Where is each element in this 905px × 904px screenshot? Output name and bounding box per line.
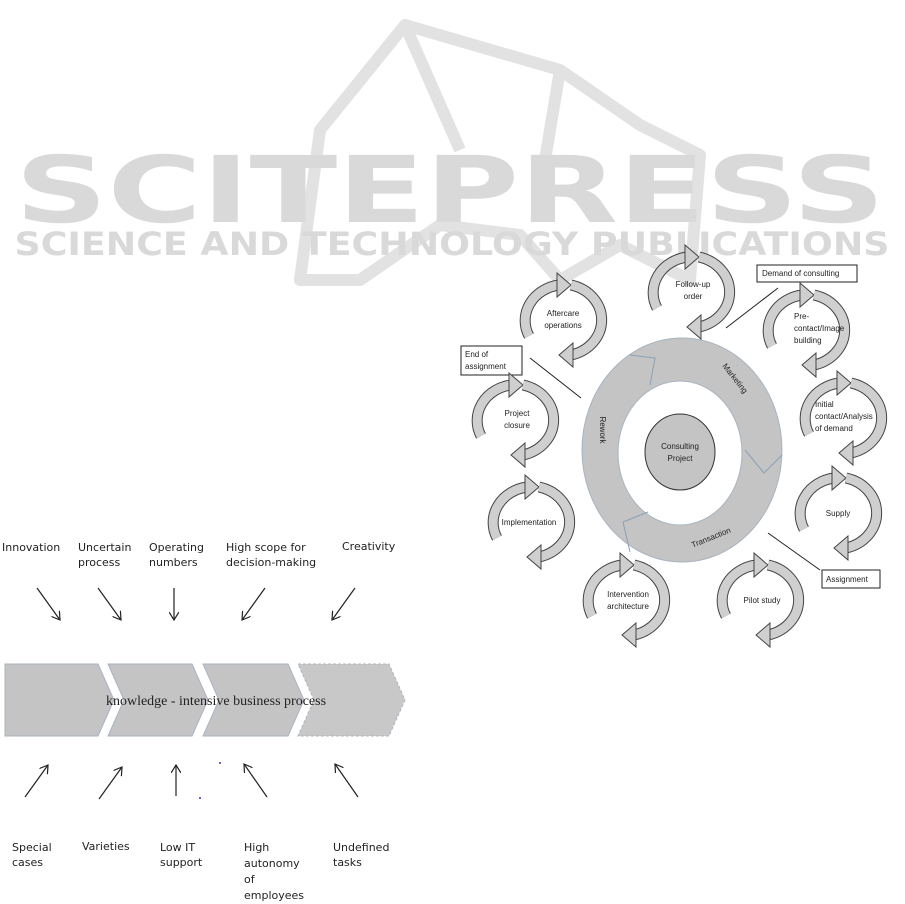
arrow-down-icon — [36, 587, 60, 620]
watermark: SCITEPRESS SCIENCE AND TECHNOLOGY PUBLIC… — [15, 19, 890, 286]
ring-divider — [629, 354, 656, 386]
cycle-aftercare: Aftercare operations — [525, 273, 601, 367]
watermark-tagline: SCIENCE AND TECHNOLOGY PUBLICATIONS — [15, 225, 890, 263]
milestone-assignment: Assignment — [826, 575, 869, 584]
cycle-implementation: Implementation — [493, 475, 569, 569]
factor-innovation: Innovation — [2, 541, 60, 554]
chevron-2 — [107, 663, 209, 737]
factor-uncertain: Uncertain — [78, 541, 131, 554]
cycle-supply: Supply — [800, 466, 876, 560]
factor-autonomy-l4: employees — [244, 889, 304, 902]
connector-line — [725, 287, 779, 329]
cycle-label: closure — [504, 421, 530, 430]
cycle-label: Project — [505, 409, 531, 418]
watermark-brand: SCITEPRESS — [15, 137, 885, 244]
ring-divider — [744, 449, 783, 474]
factor-high-scope: High scope for — [226, 541, 306, 554]
cycle-project-closure: Project closure — [477, 373, 553, 467]
ring-divider — [622, 511, 649, 553]
cycle-label: Pilot study — [744, 596, 781, 605]
factor-undefined: Undefined — [333, 841, 389, 854]
chevron-1 — [4, 663, 115, 737]
cycle-arrows-icon — [525, 273, 601, 367]
knowledge-process-diagram: knowledge - intensive business process I… — [2, 540, 406, 902]
process-label: knowledge - intensive business process — [106, 694, 326, 709]
cycle-label: Intervention — [607, 590, 649, 599]
cycle-label: Supply — [826, 509, 850, 518]
milestones: Demand of consulting End of assignment A… — [460, 264, 881, 589]
factor-undefined-l2: tasks — [333, 856, 362, 869]
factor-high-scope-l2: decision-making — [226, 556, 316, 569]
factor-autonomy-l3: of — [244, 873, 256, 886]
milestone-demand-box — [756, 264, 858, 283]
bottom-factors: Special cases Varieties Low IT support H… — [12, 840, 389, 902]
cycle-label: building — [794, 336, 822, 345]
chevron-4-dashed — [297, 663, 406, 737]
chevron-3 — [202, 663, 305, 737]
cycle-label: Initial — [815, 400, 834, 409]
cycle-pre-contact: Pre- contact/Image building — [768, 283, 845, 377]
cycle-label: contact/Analysis — [815, 412, 873, 421]
center-label-l2: Project — [668, 454, 694, 463]
process-chevrons: knowledge - intensive business process — [4, 663, 406, 737]
arrow-down-icon — [332, 587, 356, 620]
cycle-label: Follow-up — [676, 280, 711, 289]
consulting-cycle-diagram: Consulting Project Marketing Transaction… — [460, 245, 882, 647]
arrow-up-icon — [98, 767, 122, 800]
phase-rework: Rework — [598, 416, 607, 444]
top-arrows — [36, 587, 356, 620]
cycle-intervention: Intervention architecture — [588, 553, 664, 647]
top-factors: Innovation Uncertain process Operating n… — [2, 540, 396, 569]
arrow-up-icon — [24, 765, 48, 798]
factor-low-it-l2: support — [160, 856, 203, 869]
center-circle — [644, 413, 716, 491]
cycle-arrows-icon — [588, 553, 664, 647]
connector-line — [529, 357, 582, 399]
arrow-down-icon — [242, 587, 266, 620]
cycle-pilot-study: Pilot study — [722, 553, 798, 647]
cycle-label: Aftercare — [547, 309, 580, 318]
milestone-assignment-box — [821, 569, 881, 589]
arrow-up-icon — [335, 764, 359, 798]
cycle-label: contact/Image — [794, 324, 845, 333]
center-label: Consulting — [661, 442, 699, 451]
cycle-label: of demand — [815, 424, 853, 433]
bottom-arrows — [24, 764, 359, 800]
arrow-up-icon — [244, 764, 268, 798]
arrow-down-icon — [97, 587, 121, 620]
cycle-label: architecture — [607, 602, 649, 611]
phase-ring — [581, 337, 783, 563]
cycle-label: Pre- — [794, 312, 809, 321]
factor-operating: Operating — [149, 541, 204, 554]
factor-special-l2: cases — [12, 856, 43, 869]
milestone-end: End of — [465, 350, 489, 359]
milestone-end-box — [460, 345, 523, 376]
book-outline-logo — [294, 19, 706, 286]
factor-uncertain-l2: process — [78, 556, 121, 569]
factor-autonomy: High — [244, 841, 269, 854]
factor-autonomy-l2: autonomy — [244, 857, 300, 870]
cycle-follow-up: Follow-up order — [653, 245, 729, 339]
stray-dot — [219, 762, 221, 764]
connector-line — [767, 532, 821, 571]
factor-special: Special — [12, 841, 52, 854]
milestone-demand: Demand of consulting — [762, 269, 839, 278]
stray-dot — [199, 797, 201, 799]
factor-creativity: Creativity — [342, 540, 396, 553]
cycle-label: order — [684, 292, 703, 301]
cycle-initial-contact: Initial contact/Analysis of demand — [805, 371, 881, 465]
cycle-label: operations — [544, 321, 581, 330]
cycle-arrows-icon — [477, 373, 553, 467]
milestone-end-l2: assignment — [465, 362, 507, 371]
cycles: Follow-up order Pre- contact/Image build… — [477, 245, 881, 647]
cycle-label: Implementation — [502, 518, 557, 527]
factor-operating-l2: numbers — [149, 556, 198, 569]
factor-varieties: Varieties — [82, 840, 130, 853]
factor-low-it: Low IT — [160, 841, 195, 854]
